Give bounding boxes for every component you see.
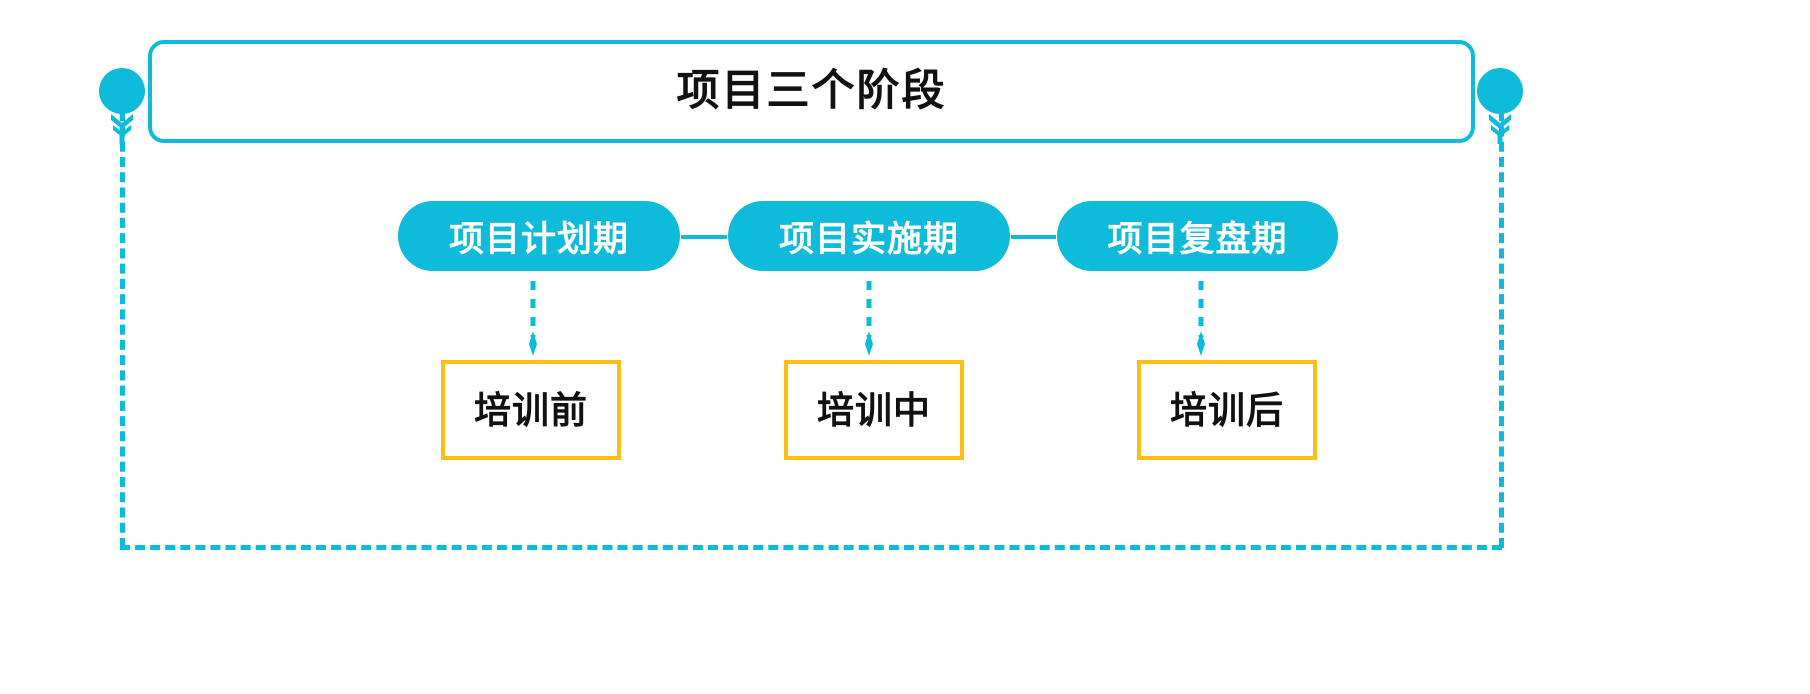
right-end-marker-circle-icon [1477,68,1523,114]
outcome-box-before-training[interactable]: 培训前 [441,360,621,460]
frame-left-edge [120,96,125,548]
outcome-box-label: 培训后 [1170,389,1284,431]
dashed-arrow-connector-2 [863,281,875,356]
frame-right-edge [1499,96,1504,548]
phase-pill-review[interactable]: 项目复盘期 [1057,201,1338,271]
phase-pill-label: 项目复盘期 [1107,219,1288,259]
phase-connector-line-1 [681,235,727,239]
phase-pill-planning[interactable]: 项目计划期 [398,201,680,271]
outcome-box-label: 培训中 [817,389,931,431]
phase-connector-line-2 [1011,235,1056,239]
phase-pill-row: 项目计划期 项目实施期 项目复盘期 [398,201,1338,271]
dashed-arrow-connector-3 [1195,281,1207,356]
left-end-marker-arrow-tail-icon [109,112,135,146]
outcome-box-label: 培训前 [474,389,588,431]
dashed-arrow-connector-1 [527,281,539,356]
left-end-marker-circle-icon [99,68,145,114]
page-title: 项目三个阶段 [676,67,947,115]
outcome-box-during-training[interactable]: 培训中 [784,360,964,460]
frame-bottom-edge [120,545,1502,550]
title-banner: 项目三个阶段 [148,40,1475,143]
right-end-marker-arrow-tail-icon [1487,112,1513,146]
phase-pill-execution[interactable]: 项目实施期 [728,201,1010,271]
phase-pill-label: 项目实施期 [778,219,959,259]
phase-pill-label: 项目计划期 [448,219,629,259]
outcome-box-after-training[interactable]: 培训后 [1137,360,1317,460]
